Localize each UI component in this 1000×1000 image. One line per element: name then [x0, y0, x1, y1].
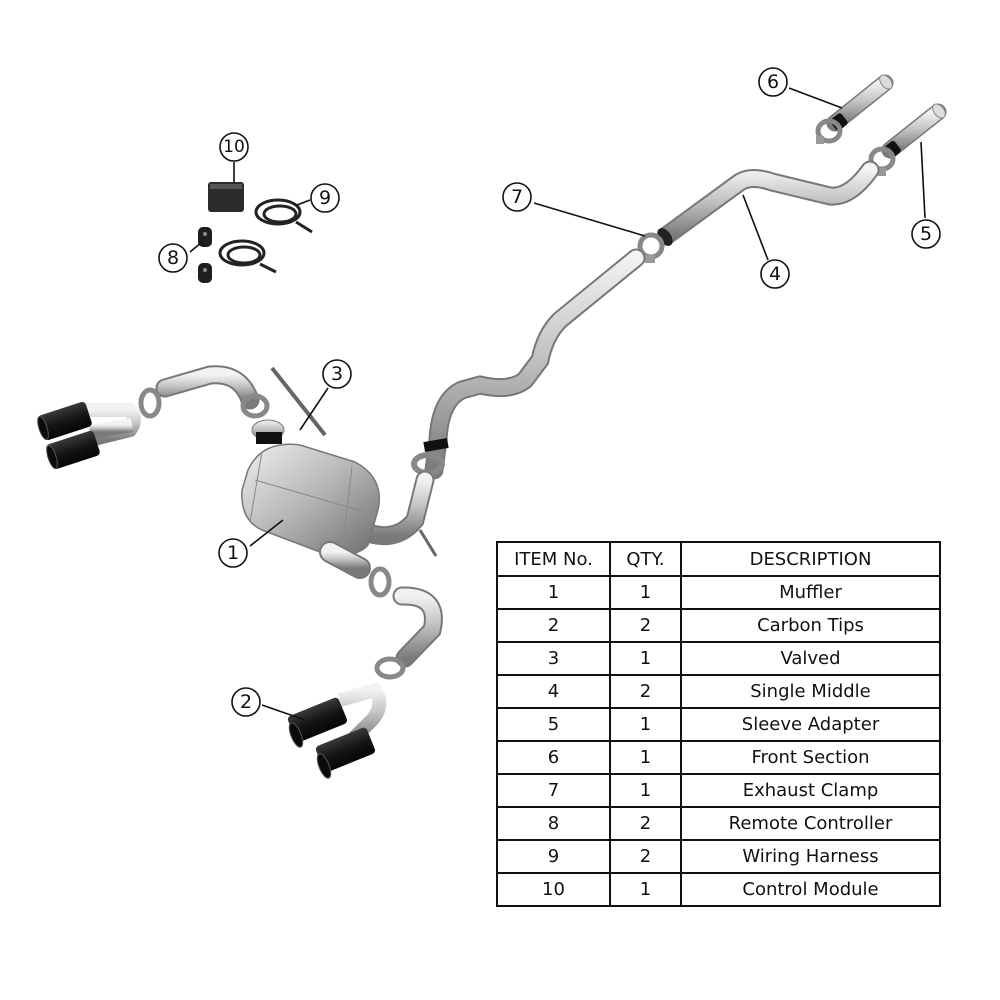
- tail-pipe-upper: [155, 365, 260, 410]
- callout-3-label: 3: [331, 363, 343, 385]
- callout-2-label: 2: [240, 691, 252, 713]
- table-row: 10 1 Control Module: [496, 872, 941, 907]
- cell-item: 10: [496, 872, 611, 907]
- callout-4: 4: [760, 259, 790, 289]
- callout-1: 1: [218, 538, 248, 568]
- table-row: 6 1 Front Section: [496, 740, 941, 775]
- callout-8-label: 8: [167, 247, 179, 269]
- wiring-harness-icon: [218, 239, 277, 274]
- table-row: 9 2 Wiring Harness: [496, 839, 941, 874]
- clamp-icon: [868, 146, 896, 176]
- cell-desc: Sleeve Adapter: [680, 707, 941, 742]
- cell-desc: Wiring Harness: [680, 839, 941, 874]
- cell-qty: 1: [609, 773, 682, 808]
- cell-qty: 1: [609, 740, 682, 775]
- table-row: 1 1 Muffler: [496, 575, 941, 610]
- callout-4-label: 4: [769, 263, 781, 285]
- header-qty: QTY.: [609, 541, 682, 577]
- muffler-outlet-pipe: [319, 541, 371, 579]
- single-middle-pipe-upper: [656, 160, 880, 246]
- cell-desc: Remote Controller: [680, 806, 941, 841]
- cell-qty: 2: [609, 839, 682, 874]
- cell-item: 5: [496, 707, 611, 742]
- cell-qty: 1: [609, 872, 682, 907]
- clamp-icon: [637, 232, 665, 263]
- callout-7-label: 7: [511, 186, 523, 208]
- remote-controller-icon: [198, 263, 212, 283]
- cell-desc: Muffler: [680, 575, 941, 610]
- callout-10: 10: [219, 132, 249, 162]
- callout-5-label: 5: [920, 223, 932, 245]
- cell-desc: Single Middle: [680, 674, 941, 709]
- cell-item: 3: [496, 641, 611, 676]
- cell-item: 9: [496, 839, 611, 874]
- callout-2: 2: [231, 687, 261, 717]
- cell-desc: Control Module: [680, 872, 941, 907]
- tail-pipe-lower: [392, 586, 443, 668]
- clamp-icon: [138, 387, 162, 419]
- callout-8: 8: [158, 243, 188, 273]
- cell-qty: 2: [609, 608, 682, 643]
- cell-item: 4: [496, 674, 611, 709]
- valve-actuator: [251, 366, 327, 444]
- cell-desc: Front Section: [680, 740, 941, 775]
- callout-9-label: 9: [319, 187, 331, 209]
- table-header-row: ITEM No. QTY. DESCRIPTION: [496, 541, 941, 577]
- cell-item: 2: [496, 608, 611, 643]
- header-item-no: ITEM No.: [496, 541, 611, 577]
- cell-item: 7: [496, 773, 611, 808]
- cell-qty: 1: [609, 575, 682, 610]
- callout-1-label: 1: [227, 542, 239, 564]
- table-row: 5 1 Sleeve Adapter: [496, 707, 941, 742]
- cell-desc: Valved: [680, 641, 941, 676]
- clamp-icon: [240, 393, 270, 419]
- muffler-icon: [241, 443, 380, 556]
- table-row: 4 2 Single Middle: [496, 674, 941, 709]
- cell-qty: 1: [609, 641, 682, 676]
- parts-table: ITEM No. QTY. DESCRIPTION 1 1 Muffler 2 …: [496, 541, 941, 907]
- control-module-icon: [208, 182, 244, 212]
- sleeve-adapter-pipe: [881, 103, 947, 159]
- callout-6-label: 6: [767, 71, 779, 93]
- carbon-tip-icon: [287, 681, 387, 779]
- cell-desc: Exhaust Clamp: [680, 773, 941, 808]
- clamp-icon: [368, 566, 392, 598]
- cell-qty: 2: [609, 674, 682, 709]
- cell-item: 6: [496, 740, 611, 775]
- cell-qty: 2: [609, 806, 682, 841]
- table-row: 8 2 Remote Controller: [496, 806, 941, 841]
- cell-item: 1: [496, 575, 611, 610]
- clamp-icon: [374, 656, 406, 680]
- cell-qty: 1: [609, 707, 682, 742]
- front-section-pipe: [826, 74, 894, 132]
- callout-10-label: 10: [223, 137, 245, 157]
- single-middle-pipe-lower: [423, 248, 646, 480]
- clamp-icon: [815, 118, 843, 144]
- header-description: DESCRIPTION: [680, 541, 941, 577]
- callout-3: 3: [322, 359, 352, 389]
- callout-7: 7: [502, 182, 532, 212]
- carbon-tip-icon: [37, 401, 141, 470]
- cell-desc: Carbon Tips: [680, 608, 941, 643]
- wiring-harness-icon: [254, 198, 313, 234]
- callout-6: 6: [758, 67, 788, 97]
- table-row: 2 2 Carbon Tips: [496, 608, 941, 643]
- callout-5: 5: [911, 219, 941, 249]
- cell-item: 8: [496, 806, 611, 841]
- table-row: 7 1 Exhaust Clamp: [496, 773, 941, 808]
- table-row: 3 1 Valved: [496, 641, 941, 676]
- callout-9: 9: [310, 183, 340, 213]
